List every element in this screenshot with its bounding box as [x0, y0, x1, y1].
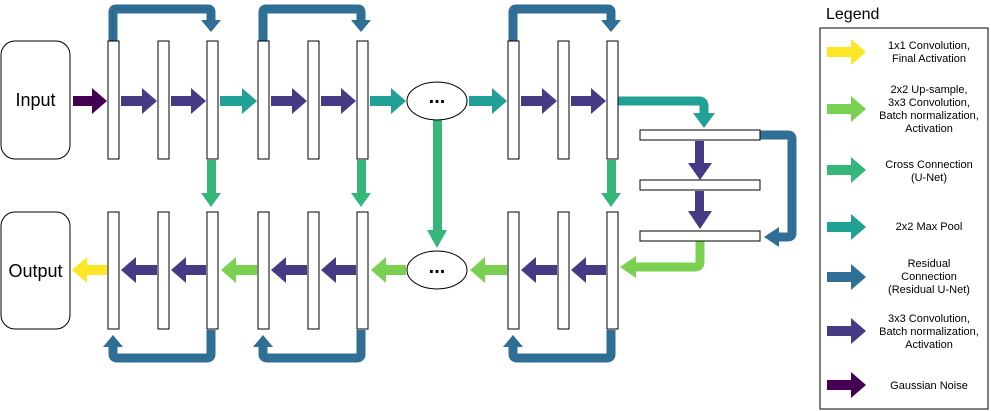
cross-connection-2 — [351, 160, 371, 207]
conv-arrow — [121, 257, 157, 283]
conv-arrow — [571, 88, 606, 114]
decoder-layer — [206, 211, 219, 330]
residual-connection-enc-1 — [108, 4, 221, 41]
conv-arrow — [521, 257, 557, 283]
green-arrow-icon — [827, 157, 866, 183]
output-box — [0, 211, 71, 330]
upsample-arrow — [371, 257, 406, 283]
maxpool-to-bottleneck — [617, 96, 715, 128]
final-conv-arrow — [72, 257, 107, 283]
encoder-layer — [107, 40, 120, 160]
decoder-layer — [307, 211, 320, 330]
residual-connection-bottleneck — [760, 130, 797, 247]
decoder-layer — [507, 211, 520, 330]
residual-connection-enc-2 — [258, 4, 371, 41]
encoder-layer — [606, 40, 619, 160]
residual-connection-enc-3 — [508, 4, 621, 41]
legend-title: Legend — [826, 6, 880, 23]
encoder-arrows — [73, 88, 606, 114]
encoder-layer — [557, 40, 570, 160]
input-label: Input — [15, 90, 56, 110]
residual-connection-dec-1 — [103, 330, 216, 363]
legend-label-conv-bn: 3x3 Convolution, Batch normalization, Ac… — [879, 312, 979, 351]
maxpool-arrow — [370, 88, 406, 114]
light-green-arrow-icon — [827, 96, 866, 122]
residual-connection-dec-2 — [253, 330, 366, 363]
teal-arrow-icon — [827, 214, 866, 240]
encoder-layer — [356, 40, 369, 160]
decoder-layer — [356, 211, 369, 330]
decoder-layers — [107, 211, 619, 330]
cross-connection-1 — [201, 160, 221, 207]
cross-connection-3 — [601, 160, 621, 207]
conv-arrow — [121, 88, 157, 114]
decoder-layer — [557, 211, 570, 330]
encoder-layer — [157, 40, 170, 160]
conv-arrow — [571, 257, 606, 283]
yellow-arrow-icon — [827, 39, 866, 65]
ellipsis-node-top — [406, 81, 468, 121]
bottleneck-arrow-2 — [688, 191, 712, 229]
bottleneck-layer-1 — [639, 129, 761, 141]
conv-arrow — [271, 88, 307, 114]
conv-arrow — [271, 257, 307, 283]
decoder-layer — [157, 211, 170, 330]
ellipsis-node-bottom — [406, 250, 468, 290]
encoder-layer — [307, 40, 320, 160]
decoder-layer — [257, 211, 270, 330]
encoder-layers — [107, 40, 619, 160]
indigo-arrow-icon — [827, 318, 866, 344]
upsample-arrow — [221, 257, 257, 283]
blue-arrow-icon — [827, 264, 866, 290]
ellipsis-text-bottom: ... — [428, 256, 446, 278]
legend-icons — [827, 39, 866, 398]
legend-label-upsample: 2x2 Up-sample, 3x3 Convolution, Batch no… — [879, 84, 979, 135]
bottleneck-layer-2 — [639, 179, 761, 191]
upsample-from-bottleneck — [620, 237, 705, 278]
maxpool-arrow — [220, 88, 257, 114]
legend-label-gaussian-noise: Gaussian Noise — [890, 379, 968, 392]
legend-label-residual: Residual Connection (Residual U-Net) — [888, 257, 970, 296]
legend-label-1x1-conv: 1x1 Convolution, Final Activation — [888, 40, 970, 65]
residual-connection-dec-3 — [503, 330, 616, 363]
upsample-arrow — [470, 257, 507, 283]
encoder-layer — [257, 40, 270, 160]
maxpool-arrow — [469, 88, 507, 114]
ellipsis-text-top: ... — [428, 86, 446, 108]
gaussian-noise-arrow — [73, 88, 107, 114]
cross-connection-middle — [427, 120, 447, 248]
conv-arrow — [171, 88, 206, 114]
legend-box — [819, 27, 989, 410]
bottleneck-layer-3 — [639, 230, 761, 242]
legend-label-cross-connection: Cross Connection (U-Net) — [885, 159, 973, 184]
conv-arrow — [171, 257, 206, 283]
decoder-arrows — [72, 257, 606, 283]
input-box — [0, 40, 71, 160]
conv-arrow — [321, 88, 356, 114]
encoder-layer — [507, 40, 520, 160]
conv-arrow — [321, 257, 356, 283]
output-label: Output — [8, 261, 63, 281]
purple-arrow-icon — [827, 372, 866, 398]
bottleneck-arrow-1 — [688, 141, 712, 180]
conv-arrow — [521, 88, 557, 114]
decoder-layer — [107, 211, 120, 330]
legend-label-max-pool: 2x2 Max Pool — [895, 220, 963, 233]
decoder-layer — [606, 211, 619, 330]
encoder-layer — [206, 40, 219, 160]
